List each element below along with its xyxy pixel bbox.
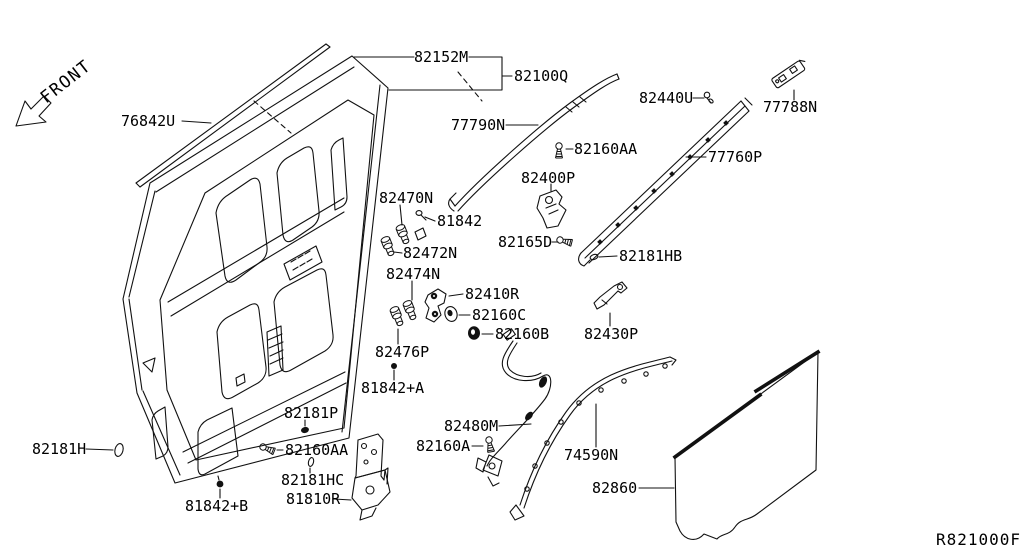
screw-icon-82160aa-upper (555, 142, 563, 159)
roller-icon-82476p (388, 305, 406, 328)
part-label-82165d[interactable]: 82165D (498, 233, 553, 251)
bracket-icon-82430p (594, 282, 627, 309)
cable-82480m-drawing (476, 329, 551, 486)
part-label-81842-b[interactable]: 81842+B (185, 497, 249, 515)
part-label-82181h[interactable]: 82181H (32, 440, 87, 458)
rail-74590n-drawing (510, 357, 676, 520)
glass-panel-drawing (675, 352, 818, 539)
part-label-82410r[interactable]: 82410R (465, 285, 520, 303)
clip-icon-81842 (416, 211, 426, 220)
screw-icon-82165d (555, 235, 573, 247)
part-label-82100q[interactable]: 82100Q (514, 67, 569, 85)
front-arrow-icon: FRONT (16, 56, 95, 126)
part-label-81842-a[interactable]: 81842+A (361, 379, 425, 397)
part-label-82860[interactable]: 82860 (592, 479, 638, 497)
part-label-82160aa-upper[interactable]: 82160AA (574, 140, 638, 158)
bracket-icon-82400p (537, 190, 566, 228)
clip-icon-82181hc (307, 457, 314, 467)
plug-icon-81842b (216, 476, 224, 488)
screw-icon-82160a (484, 435, 496, 453)
part-label-82476p[interactable]: 82476P (375, 343, 430, 361)
weatherstrip-76842u-drawing (136, 44, 482, 187)
part-label-77788n[interactable]: 77788N (763, 98, 818, 116)
part-label-82181hc[interactable]: 82181HC (281, 471, 345, 489)
rail-77790n-drawing (449, 74, 619, 211)
bracket-icon-82410r (425, 289, 446, 322)
plug-icon-82181h (114, 443, 125, 458)
part-label-81842[interactable]: 81842 (437, 212, 483, 230)
part-label-82160a[interactable]: 82160A (416, 437, 471, 455)
part-label-77790n[interactable]: 77790N (451, 116, 506, 134)
leader-lines (86, 57, 794, 500)
part-label-76842u[interactable]: 76842U (121, 112, 176, 130)
door-panel-drawing (123, 56, 388, 483)
roller-icon-82470n (394, 223, 412, 246)
part-label-77760p[interactable]: 77760P (708, 148, 763, 166)
part-label-82160c[interactable]: 82160C (472, 306, 527, 324)
clip-icon-82440u (704, 92, 714, 104)
part-label-82181p[interactable]: 82181P (284, 404, 339, 422)
part-label-82480m[interactable]: 82480M (444, 417, 499, 435)
part-label-82400p[interactable]: 82400P (521, 169, 576, 187)
part-label-82430p[interactable]: 82430P (584, 325, 639, 343)
part-label-82152m[interactable]: 82152M (414, 48, 469, 66)
part-label-82470n[interactable]: 82470N (379, 189, 434, 207)
grommet-icon-82160c (443, 305, 459, 323)
latch-icon-81810r (352, 434, 390, 520)
plug-icon-81842a (391, 363, 397, 369)
part-label-82440u[interactable]: 82440U (639, 89, 694, 107)
drawing-ref-code: R821000F (936, 530, 1022, 549)
part-label-82160aa-lower[interactable]: 82160AA (285, 441, 349, 459)
plug-icon-82181p (301, 426, 309, 434)
part-label-82474n[interactable]: 82474N (386, 265, 441, 283)
spacer-icon-82472n (415, 228, 426, 240)
part-label-82181hb[interactable]: 82181HB (619, 247, 683, 265)
part-label-82160b[interactable]: 82160B (495, 325, 550, 343)
front-label: FRONT (37, 56, 96, 108)
roller-icon-82472n (379, 235, 397, 258)
rail-77760p-drawing (579, 98, 752, 266)
roller-icon-82474n (401, 299, 419, 322)
part-label-74590n[interactable]: 74590N (564, 446, 619, 464)
bracket-icon-77788n (771, 58, 809, 88)
part-label-81810r[interactable]: 81810R (286, 490, 341, 508)
part-label-82472n[interactable]: 82472N (403, 244, 458, 262)
clip-icon-82181hb (589, 253, 598, 260)
grommet-icon-82160b (468, 326, 480, 340)
